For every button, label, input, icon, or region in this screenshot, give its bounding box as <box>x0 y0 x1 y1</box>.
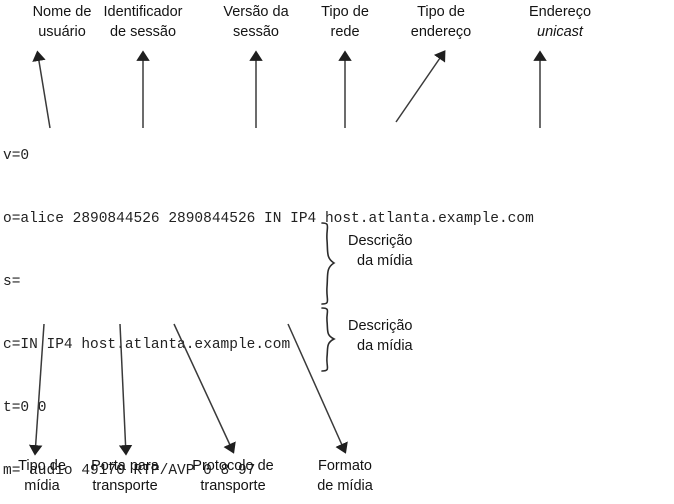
label-session-id: Identificador de sessão <box>79 2 207 42</box>
sdp-line-subject: s= <box>3 274 21 290</box>
label-network-type: Tipo de rede <box>295 2 395 42</box>
sdp-line-connection: c=IN IP4 host.atlanta.example.com <box>3 337 291 353</box>
label-transport-port-line2: transporte <box>92 478 158 494</box>
annotation-audio-media-description: Descrição da mídia <box>348 231 413 271</box>
annotation-audio-line1: Descrição <box>348 233 413 249</box>
label-media-type-line2: mídia <box>24 478 60 494</box>
label-transport-protocol-line2: transporte <box>200 478 266 494</box>
label-unicast-address-line1: Endereço <box>528 4 592 20</box>
label-media-type: Tipo de mídia <box>0 456 84 496</box>
label-session-id-line1: Identificador <box>103 4 183 20</box>
label-unicast-address: Endereço unicast <box>500 2 620 42</box>
label-session-version-line1: Versão da <box>223 4 289 20</box>
annotation-video-media-description: Descrição da mídia <box>348 316 413 356</box>
label-media-format: Formato de mídia <box>292 456 398 496</box>
annotation-audio-line2: da mídia <box>357 253 413 269</box>
label-username: Nome de usuário <box>0 2 124 42</box>
label-address-type-line2: endereço <box>410 24 472 40</box>
sdp-line-version: v=0 <box>3 148 30 164</box>
label-network-type-line2: rede <box>330 24 360 40</box>
label-session-id-line2: de sessão <box>109 24 177 40</box>
label-address-type: Tipo de endereço <box>381 2 501 42</box>
annotation-video-line2: da mídia <box>357 338 413 354</box>
label-address-type-line1: Tipo de <box>417 4 465 20</box>
label-username-line1: Nome de <box>32 4 92 20</box>
label-media-type-line1: Tipo de <box>18 458 66 474</box>
label-username-line2: usuário <box>38 24 86 40</box>
label-transport-protocol-line1: Protocolo de <box>192 458 274 474</box>
annotation-video-line1: Descrição <box>348 318 413 334</box>
sdp-code-block: v=0 o=alice 2890844526 2890844526 IN IP4… <box>3 104 534 504</box>
sdp-line-media-audio: m= audio 49170 RTP/AVP 0 8 97 <box>3 463 256 479</box>
label-transport-port-line1: Porta para <box>91 458 159 474</box>
label-network-type-line1: Tipo de <box>321 4 369 20</box>
sdp-line-origin: o=alice 2890844526 2890844526 IN IP4 hos… <box>3 211 534 227</box>
label-transport-port: Porta para transporte <box>66 456 184 496</box>
label-session-version-line2: sessão <box>233 24 279 40</box>
label-media-format-line1: Formato <box>318 458 372 474</box>
label-transport-protocol: Protocolo de transporte <box>167 456 299 496</box>
sdp-line-timing: t=0 0 <box>3 400 47 416</box>
label-media-format-line2: de mídia <box>317 478 373 494</box>
label-unicast-address-line2: unicast <box>537 24 583 40</box>
label-session-version: Versão da sessão <box>196 2 316 42</box>
